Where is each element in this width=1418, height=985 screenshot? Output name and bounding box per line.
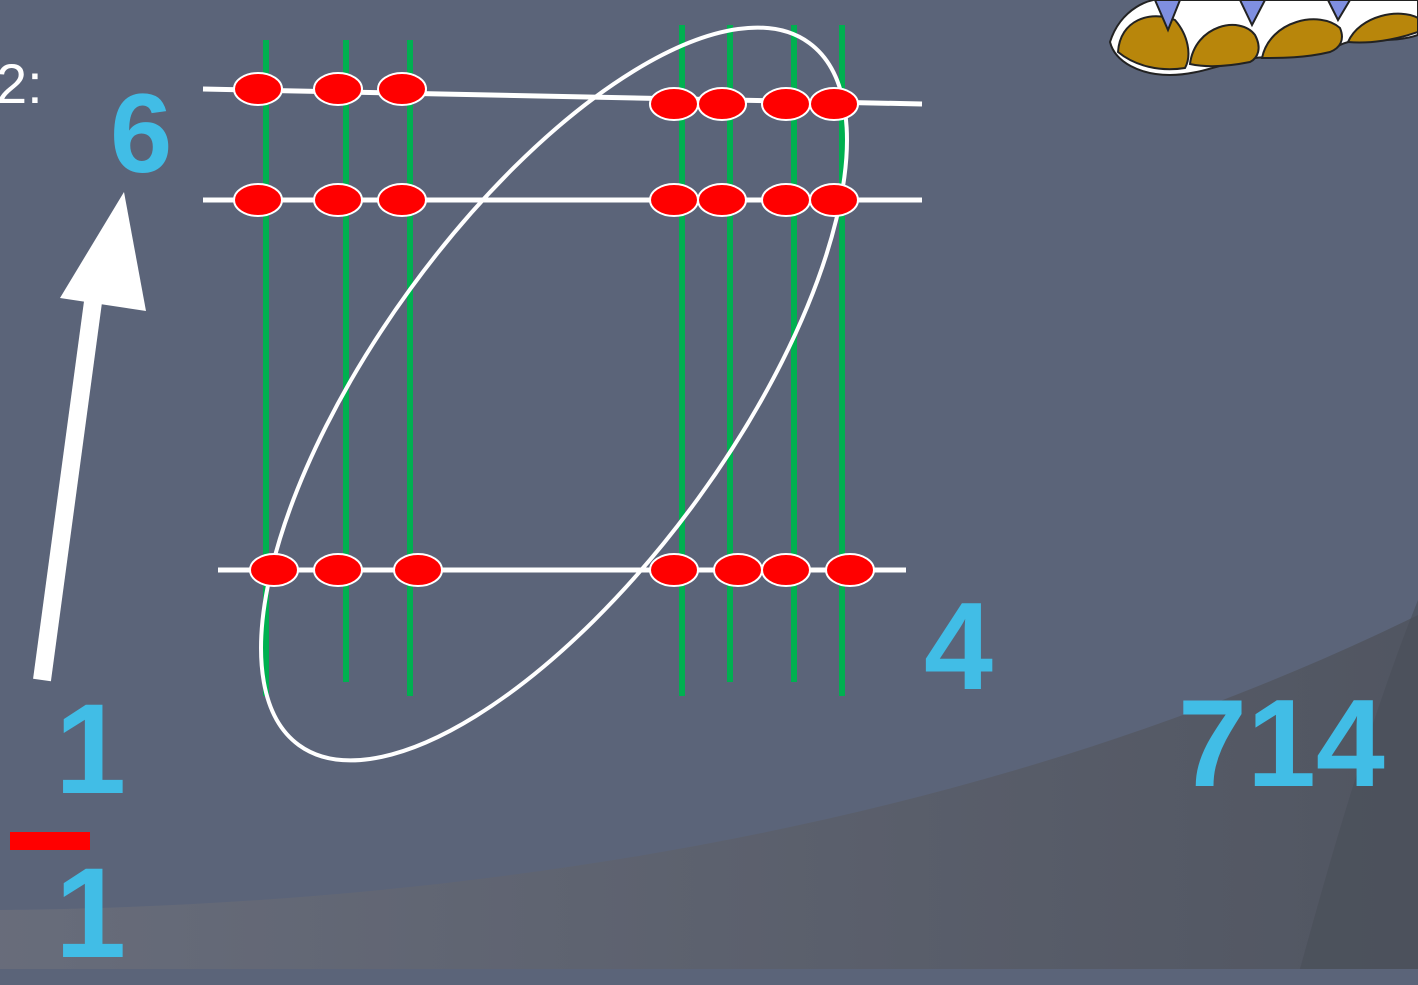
digit-4: 4 (924, 585, 993, 709)
dot (762, 554, 810, 586)
dot (234, 73, 282, 105)
dot (650, 184, 698, 216)
dot (650, 554, 698, 586)
dot (314, 184, 362, 216)
dot (650, 88, 698, 120)
horizontal-lines (203, 89, 922, 570)
dot (810, 88, 858, 120)
digit-1-top: 1 (55, 686, 126, 814)
result-714: 714 (1178, 682, 1385, 806)
flower-clipart (1110, 0, 1418, 75)
digit-1-bottom: 1 (55, 850, 126, 978)
digit-6: 6 (110, 78, 172, 190)
dot (314, 73, 362, 105)
dot (378, 73, 426, 105)
dot (698, 88, 746, 120)
dot (810, 184, 858, 216)
dot (762, 184, 810, 216)
dots (234, 73, 874, 586)
dot (314, 554, 362, 586)
vertical-lines (266, 25, 842, 696)
prefix-label: 2: (0, 56, 43, 112)
dot (714, 554, 762, 586)
selection-ellipse (155, 0, 953, 850)
dot (698, 184, 746, 216)
dot (234, 184, 282, 216)
dot (762, 88, 810, 120)
dot (826, 554, 874, 586)
dot (394, 554, 442, 586)
dot (250, 554, 298, 586)
dot (378, 184, 426, 216)
up-arrow-icon (42, 192, 146, 680)
